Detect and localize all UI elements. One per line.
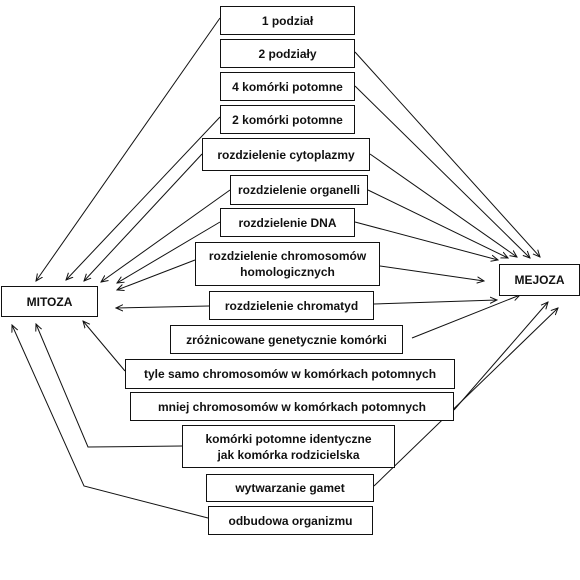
- arrow-n8-to-mejoza: [379, 265, 484, 281]
- node-wytwarzanie-gamet: wytwarzanie gamet: [206, 474, 374, 502]
- arrow-n9-to-mitoza: [116, 306, 210, 308]
- arrow-n6-to-mejoza: [367, 189, 508, 258]
- arrow-n5-to-mitoza: [84, 153, 203, 281]
- arrow-n8-to-mitoza: [117, 259, 196, 290]
- node-2-podzialy: 2 podziały: [220, 39, 355, 68]
- node-mitoza: MITOZA: [1, 286, 98, 317]
- node-mniej-chromosomow: mniej chromosomów w komórkach potomnych: [130, 392, 454, 421]
- node-2-komorki-potomne: 2 komórki potomne: [220, 105, 355, 134]
- arrow-n7-to-mejoza: [354, 221, 498, 260]
- node-4-komorki-potomne: 4 komórki potomne: [220, 72, 355, 101]
- arrow-n9-to-mejoza: [373, 300, 497, 305]
- arrow-n14-to-mejoza: [373, 308, 558, 487]
- arrow-n2-to-mejoza: [354, 51, 540, 257]
- node-1-podzial: 1 podział: [220, 6, 355, 35]
- node-rozdzielenie-dna: rozdzielenie DNA: [220, 208, 355, 237]
- arrow-n7-to-mitoza: [117, 221, 221, 283]
- arrow-n4-to-mitoza: [66, 116, 221, 280]
- arrow-n5-to-mejoza: [369, 153, 517, 257]
- node-mejoza: MEJOZA: [499, 264, 580, 296]
- arrow-n1-to-mitoza: [36, 17, 221, 281]
- node-odbudowa-organizmu: odbudowa organizmu: [208, 506, 373, 535]
- arrow-n12-to-mejoza: [453, 302, 548, 411]
- arrow-n10-to-mejoza: [411, 295, 520, 339]
- node-rozdzielenie-chromosomow-homologicznych: rozdzielenie chromosomów homologicznych: [195, 242, 380, 286]
- node-zroznicowane-genetycznie-komorki: zróżnicowane genetycznie komórki: [170, 325, 403, 354]
- node-tyle-samo-chromosomow: tyle samo chromosomów w komórkach potomn…: [125, 359, 455, 389]
- node-rozdzielenie-organelli: rozdzielenie organelli: [230, 175, 368, 205]
- arrow-n6-to-mitoza: [101, 189, 231, 282]
- arrow-n3-to-mejoza: [354, 85, 530, 258]
- arrow-n11-to-mitoza: [83, 321, 126, 372]
- arrow-n15-to-mitoza: [12, 325, 209, 519]
- node-rozdzielenie-chromatyd: rozdzielenie chromatyd: [209, 291, 374, 320]
- node-rozdzielenie-cytoplazmy: rozdzielenie cytoplazmy: [202, 138, 370, 171]
- node-komorki-potomne-identyczne: komórki potomne identyczne jak komórka r…: [182, 425, 395, 468]
- arrow-n13-to-mitoza: [36, 324, 183, 448]
